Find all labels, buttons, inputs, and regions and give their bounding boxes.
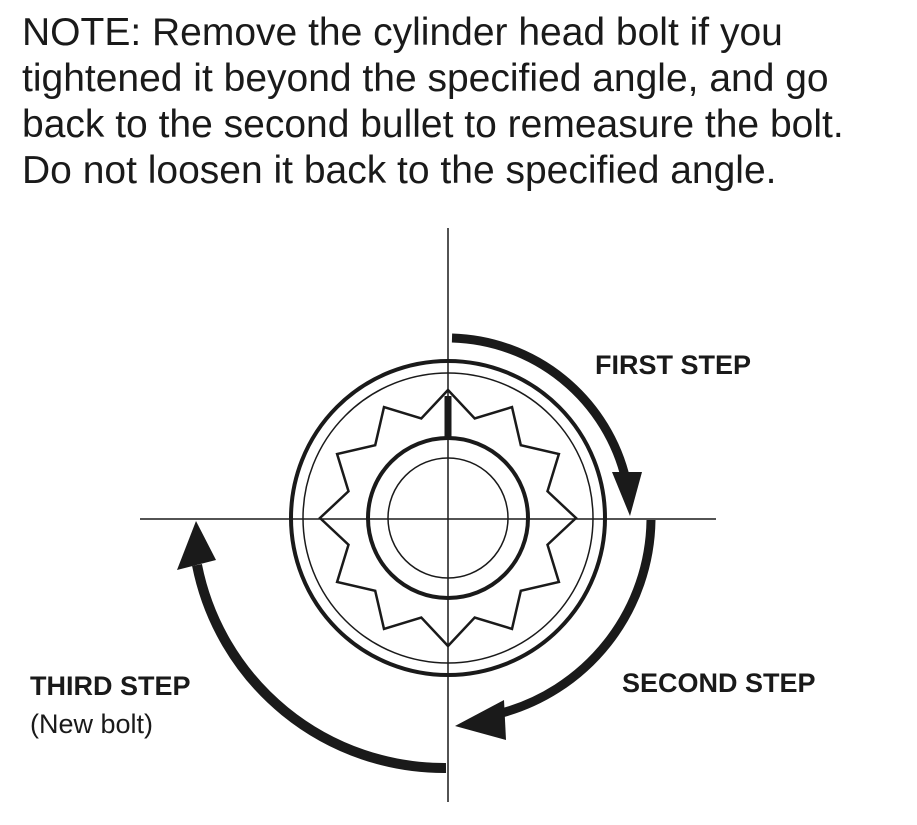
note-line-2: tightened it beyond the specified angle,… [22,57,829,100]
third-step-arrowhead [177,521,216,570]
note-line-4: Do not loosen it back to the specified a… [22,149,777,192]
second-step-arrow [496,519,656,719]
second-step-label: SECOND STEP [622,668,816,698]
washer-inner-circle [302,372,594,664]
washer-outer-circle [289,359,607,677]
bolt-shank-inner-circle [387,457,509,579]
third-step-label: THIRD STEP [30,671,191,701]
third-step-arrow [192,564,447,774]
bolt-head-star [318,388,578,648]
first-step-label: FIRST STEP [595,350,751,380]
third-step-note-label: (New bolt) [30,709,153,739]
note-line-3: back to the second bullet to remeasure t… [22,103,844,146]
second-step-arrowhead [455,700,506,740]
first-step-arrow [451,333,631,482]
note-text: NOTE: Remove the cylinder head bolt if y… [22,10,912,194]
first-step-arrowhead [612,472,642,516]
note-line-1: NOTE: Remove the cylinder head bolt if y… [22,11,783,54]
